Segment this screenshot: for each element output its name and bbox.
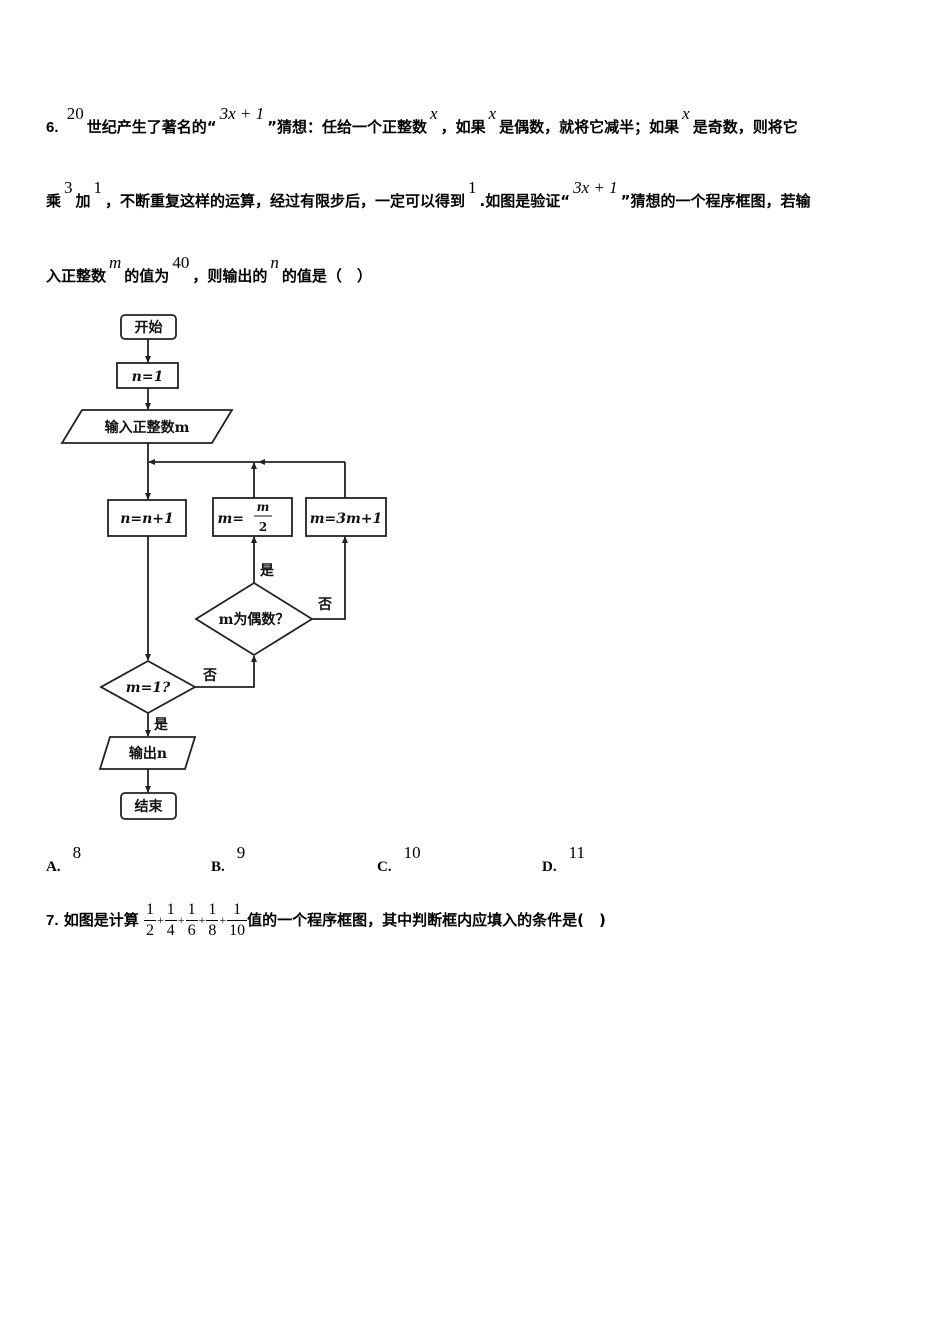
init-box [116, 362, 179, 389]
text-segment: 加 [75, 192, 91, 210]
text-segment: 乘 [46, 192, 62, 210]
numerator: 1 [185, 900, 198, 921]
choice-value: 9 [236, 843, 246, 862]
numerator: 1 [164, 900, 177, 921]
choice-label: D. [542, 859, 557, 875]
text-segment: 的值为 [124, 267, 170, 285]
input-label: 输入正整数m [105, 419, 190, 436]
choice-c[interactable]: C. 10 [377, 843, 421, 876]
choice-a[interactable]: A. 8 [46, 843, 81, 876]
halve-den: 2 [259, 520, 267, 534]
text-segment: 的值是（ ） [281, 267, 372, 285]
choice-value: 10 [403, 843, 421, 862]
yes-label-even: 是 [260, 563, 275, 579]
no-label-one: 否 [202, 668, 217, 684]
denominator: 4 [166, 922, 175, 939]
one-check-label: m=1? [126, 680, 171, 696]
question-6-line-1: 6. 20世纪产生了著名的“3x + 1”猜想：任给一个正整数x，如果x是偶数，… [46, 104, 798, 137]
math-3x-plus-1: 3x + 1 [573, 178, 618, 197]
choice-d[interactable]: D. 11 [542, 843, 585, 876]
math-x: x [488, 104, 497, 123]
no-label-even: 否 [317, 597, 332, 613]
choice-label: A. [46, 859, 61, 875]
text-segment: 如图是计算 [63, 911, 139, 929]
text-segment: ，不断重复这样的运算，经过有限步后，一定可以得到 [105, 192, 466, 210]
text-segment: ，则输出的 [192, 267, 268, 285]
numerator: 1 [227, 900, 248, 921]
halve-num: m [257, 500, 270, 514]
halve-lhs: m= [217, 511, 244, 527]
text-segment: 世纪产生了著名的“ [86, 118, 217, 136]
output-parallelogram [98, 736, 197, 770]
math-n: n [270, 253, 279, 272]
math-20: 20 [66, 104, 84, 123]
text-segment: ，如果 [440, 118, 486, 136]
output-label: 输出n [129, 745, 167, 762]
text-segment: ”猜想：任给一个正整数 [267, 118, 428, 136]
choice-label: B. [211, 859, 225, 875]
start-label: 开始 [135, 319, 163, 336]
math-1: 1 [93, 178, 103, 197]
question-number: 7. [46, 912, 59, 929]
question-6-line-2: 乘3加1，不断重复这样的运算，经过有限步后，一定可以得到1.如图是验证“3x +… [46, 178, 811, 211]
choice-b[interactable]: B. 9 [211, 843, 245, 876]
denominator: 6 [187, 922, 196, 939]
text-segment: 是奇数，则将它 [692, 118, 798, 136]
denominator: 8 [208, 922, 217, 939]
math-x: x [430, 104, 438, 123]
choice-value: 8 [72, 843, 82, 862]
numerator: 1 [206, 900, 219, 921]
denominator: 10 [229, 922, 246, 939]
plus-sign: + [198, 913, 206, 927]
denominator: 2 [146, 922, 154, 939]
math-3: 3 [64, 178, 73, 197]
even-check-label: m为偶数？ [219, 611, 290, 628]
math-m: m [109, 253, 122, 272]
math-1: 1 [468, 178, 477, 197]
text-segment: 是偶数，就将它减半；如果 [499, 118, 680, 136]
end-label: 结束 [135, 798, 164, 815]
plus-sign: + [219, 913, 227, 927]
math-40: 40 [172, 253, 190, 272]
triple-label: m=3m+1 [310, 511, 383, 527]
flowchart: 开始 n=1 输入正整数m n=n+1 m= m 2 m=3m+1 m为偶数？ … [60, 314, 387, 820]
increment-box [107, 499, 187, 537]
yes-label-one: 是 [154, 717, 169, 733]
plus-sign: + [177, 913, 185, 927]
plus-sign: + [157, 913, 164, 927]
end-terminal [120, 792, 177, 820]
math-3x-plus-1: 3x + 1 [219, 104, 265, 123]
choice-label: C. [377, 859, 392, 875]
numerator: 1 [144, 900, 156, 921]
init-label: n=1 [132, 369, 164, 385]
text-segment: ”猜想的一个程序框图，若输 [620, 192, 811, 210]
input-parallelogram [60, 409, 234, 444]
text-segment: .如图是验证“ [479, 192, 571, 210]
question-number: 6. [46, 119, 59, 136]
halve-box [212, 497, 293, 537]
triple-box [305, 497, 387, 537]
text-segment: 值的一个程序框图，其中判断框内应填入的条件是( ) [247, 911, 606, 929]
text-segment: 入正整数 [46, 267, 107, 285]
math-x: x [682, 104, 690, 123]
choice-value: 11 [568, 843, 585, 862]
question-6-line-3: 入正整数m的值为40，则输出的n的值是（ ） [46, 253, 372, 286]
increment-label: n=n+1 [120, 511, 174, 527]
